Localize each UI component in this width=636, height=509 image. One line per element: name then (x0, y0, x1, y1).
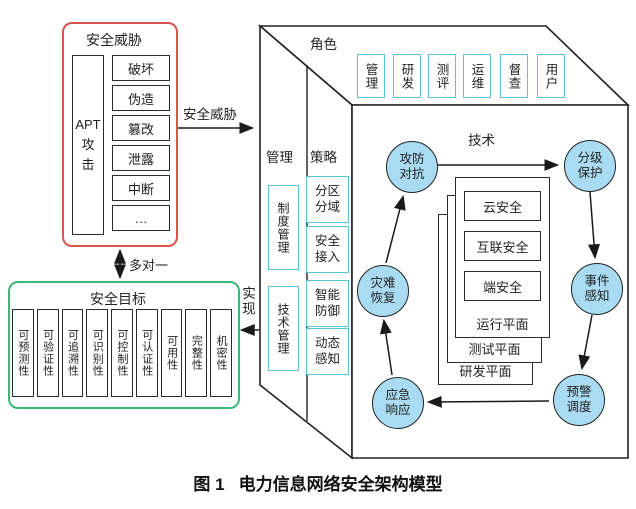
security-goal-items: 可预测性 可验证性 可追溯性 可识别性 可控制性 可认证性 可用性 完整性 机密… (12, 309, 233, 397)
cycle-node-attack-defense: 攻防对抗 (386, 141, 438, 193)
cycle-node-event-sensing: 事件感知 (571, 263, 623, 315)
role-box: 研发 (393, 54, 421, 98)
figure-number: 图 1 (193, 475, 225, 494)
apt-attack-box: APT 攻 击 (72, 55, 104, 235)
cycle-node-emergency-response: 应急响应 (372, 377, 424, 429)
threat-item: 破坏 (112, 55, 170, 81)
goal-item: 完整性 (185, 309, 208, 397)
arrow-event-to-warning (578, 314, 593, 371)
role-box: 测评 (428, 54, 456, 98)
realize-label: 实现 (240, 286, 255, 317)
plane-item: 云安全 (464, 191, 541, 221)
cycle-node-graded-protection: 分级保护 (564, 140, 616, 192)
figure-title: 电力信息网络安全架构模型 (238, 475, 443, 494)
roles-label: 角色 (310, 37, 337, 52)
threat-item: 篡改 (112, 115, 170, 141)
rd-plane-label: 研发平面 (459, 364, 512, 379)
goal-item: 可验证性 (36, 309, 59, 397)
cycle-node-disaster-recovery: 灾难恢复 (357, 265, 409, 317)
strategy-item: 动态感知 (306, 328, 349, 375)
apt-line: 击 (81, 157, 95, 173)
plane-item: 端安全 (464, 271, 541, 301)
arrow-graded-to-event (588, 191, 601, 260)
security-threat-title: 安全威胁 (86, 32, 142, 48)
goal-item: 可控制性 (111, 309, 133, 397)
management-item: 技术管理 (268, 286, 299, 371)
technology-label: 技术 (468, 133, 495, 148)
test-plane-label: 测试平面 (468, 342, 521, 357)
management-item: 制度管理 (268, 185, 299, 270)
cycle-node-warning-dispatch: 预警调度 (553, 374, 605, 426)
goal-item: 可追溯性 (61, 309, 84, 397)
operation-plane: 云安全 互联安全 端安全 运行平面 (455, 177, 550, 338)
goal-item: 可用性 (160, 309, 183, 397)
arrow-disaster-to-attack (385, 194, 406, 264)
operation-plane-label: 运行平面 (476, 317, 529, 332)
management-label: 管理 (266, 150, 293, 165)
arrow-emergency-to-disaster (379, 318, 393, 376)
apt-line: 攻 (81, 136, 95, 152)
figure-caption: 图 1 电力信息网络安全架构模型 (0, 470, 636, 495)
strategy-item: 分区分域 (306, 176, 349, 223)
goal-item: 可识别性 (86, 309, 109, 397)
strategy-label: 策略 (310, 150, 337, 165)
threat-item: 泄露 (112, 145, 170, 171)
many-to-one-label: 多对一 (129, 258, 169, 273)
threat-item: 伪造 (112, 85, 170, 111)
threat-arrow-label: 安全威胁 (183, 107, 237, 122)
role-box: 督查 (500, 54, 528, 98)
security-goal-title: 安全目标 (90, 291, 146, 307)
goal-item: 可认证性 (135, 309, 158, 397)
goal-item: 可预测性 (12, 309, 34, 397)
role-box: 用户 (537, 54, 565, 98)
goal-item: 机密性 (210, 309, 233, 397)
role-box: 管理 (357, 54, 385, 98)
role-box: 运维 (463, 54, 491, 98)
threat-item: 中断 (112, 175, 170, 201)
strategy-item: 智能防御 (306, 280, 349, 327)
strategy-item: 安全接入 (306, 226, 349, 273)
arrow-warning-to-emergency (426, 395, 550, 408)
plane-item: 互联安全 (464, 231, 541, 261)
apt-line: APT (75, 116, 101, 132)
threat-item: … (112, 205, 170, 231)
